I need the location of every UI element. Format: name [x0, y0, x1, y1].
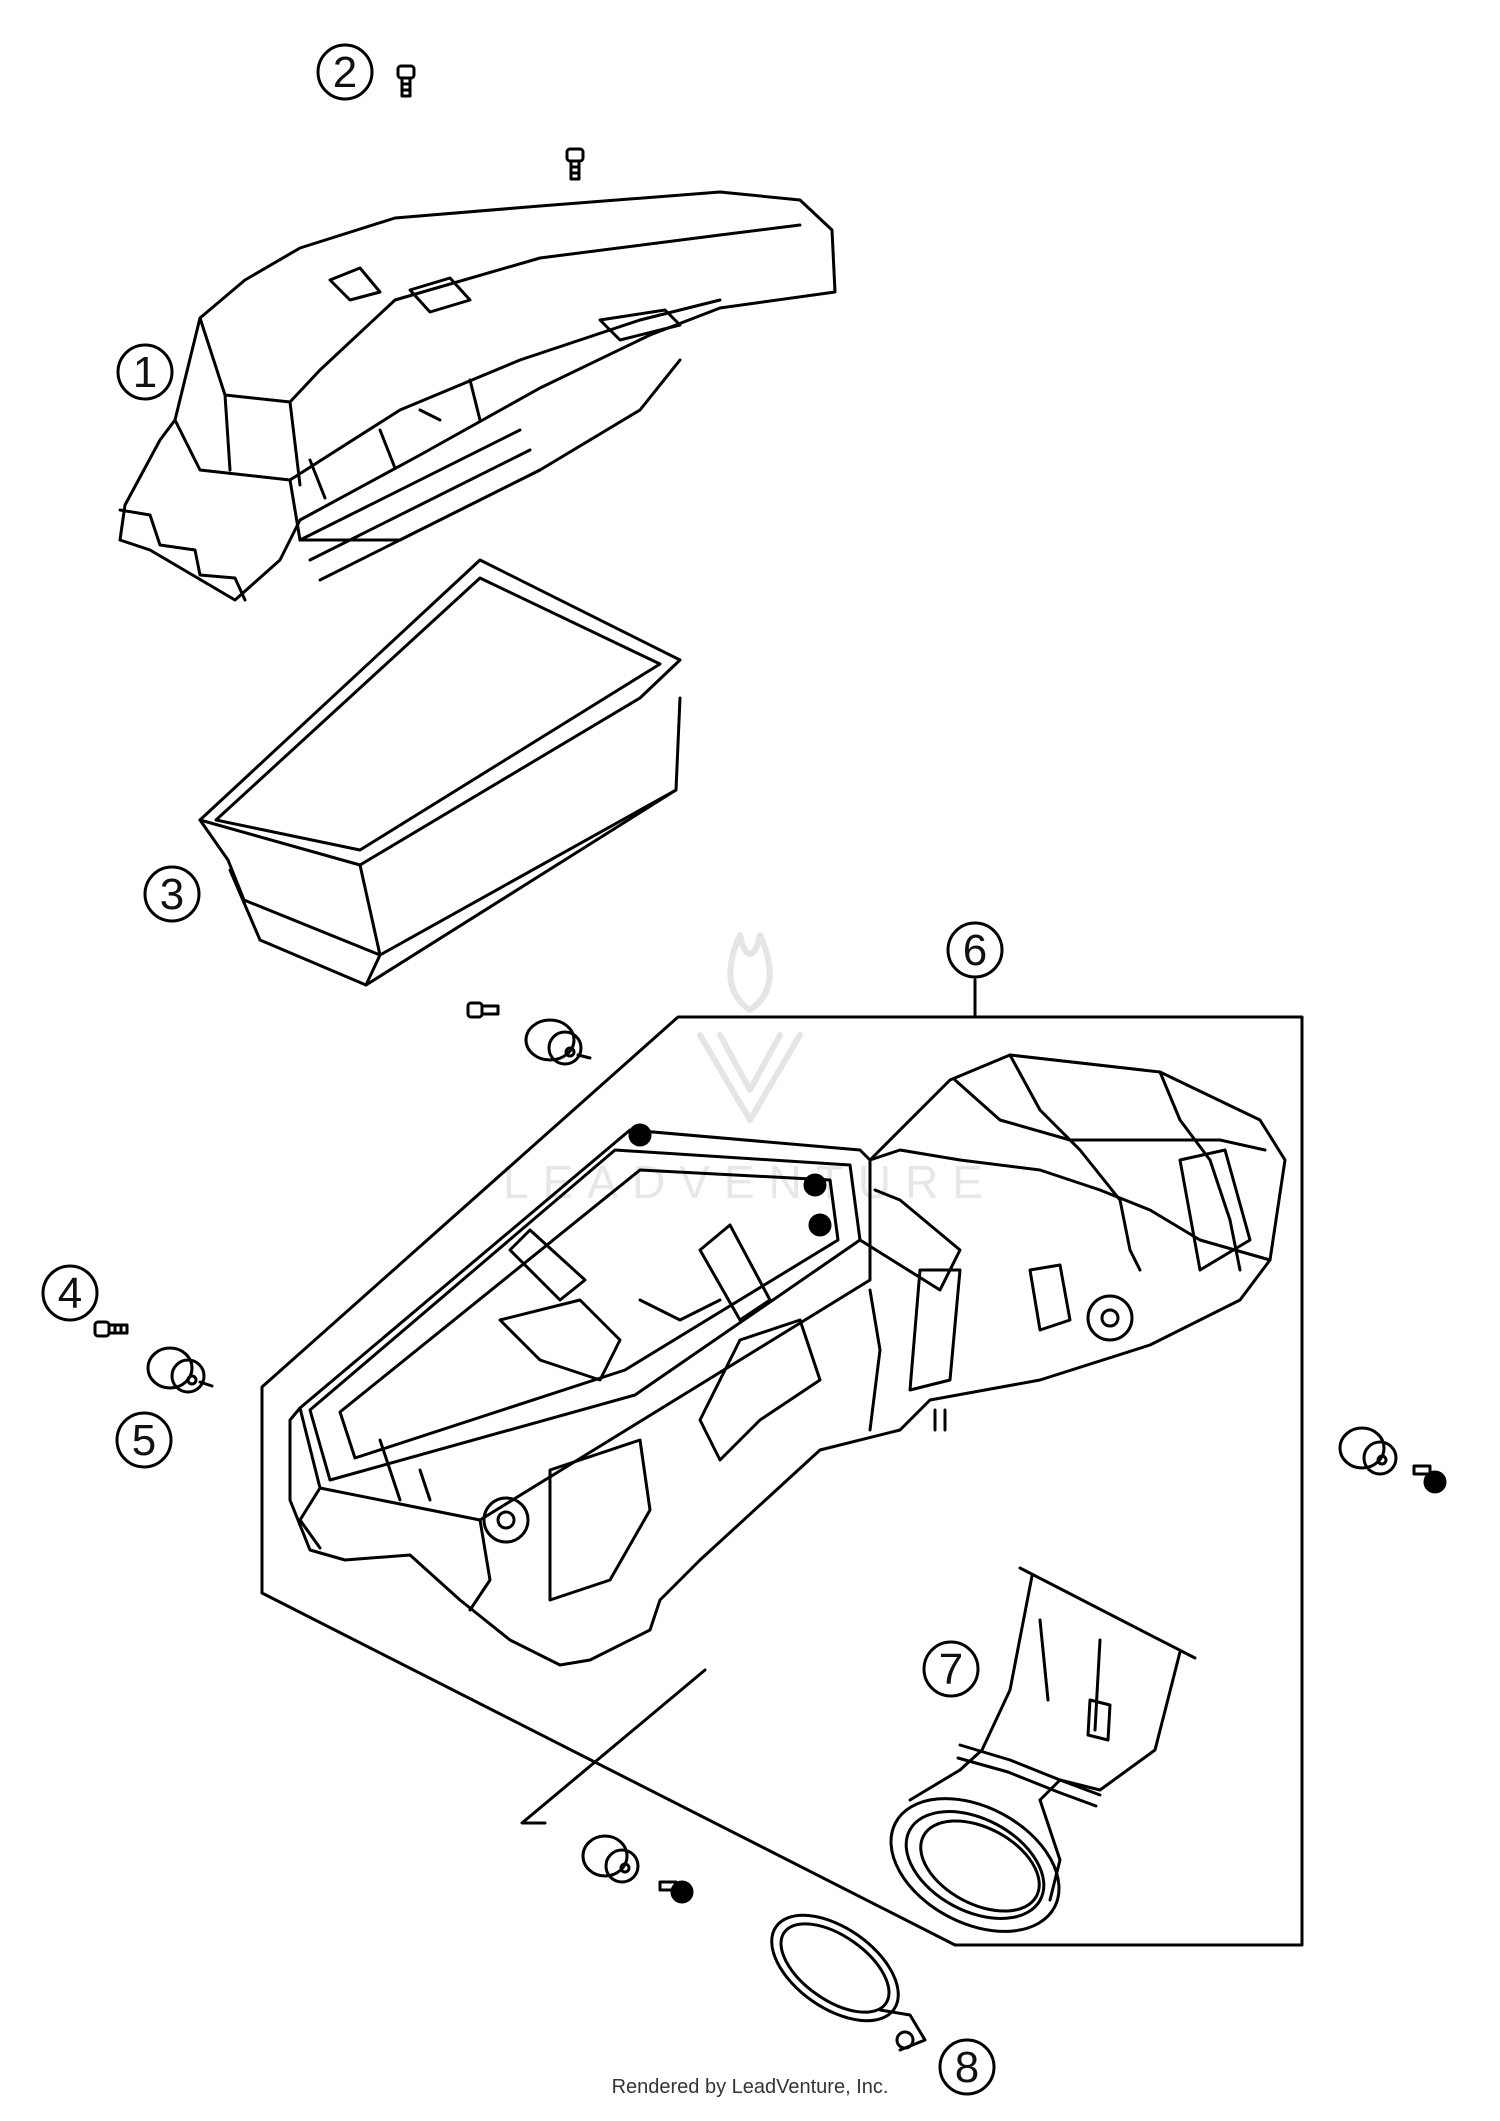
part-2-bolt-secondary [565, 147, 585, 181]
part-6-airbox-housing [288, 1053, 1287, 1667]
callouts: 1 2 3 4 5 6 7 8 [41, 43, 1004, 2096]
callout-1-label: 1 [133, 348, 157, 397]
callout-3: 3 [143, 865, 201, 923]
part-2-bolt [396, 64, 416, 98]
part-4-bolt [93, 1320, 129, 1338]
grommet-bolt-upper [466, 1001, 592, 1066]
watermark-logo [697, 932, 803, 1123]
part-5-grommet [146, 1346, 214, 1394]
callout-7: 7 [922, 1640, 980, 1698]
callout-2-label: 2 [333, 48, 357, 97]
callout-8: 8 [938, 2038, 996, 2096]
callout-6-label: 6 [963, 926, 987, 975]
part-6-bracket-frame [260, 978, 1304, 1947]
part-8-hose-clamp [770, 1913, 927, 2052]
callout-8-label: 8 [955, 2043, 979, 2092]
footer-credit: Rendered by LeadVenture, Inc. [611, 2076, 889, 2098]
grommet-bolt-lower [581, 1834, 694, 1904]
callout-5-label: 5 [132, 1416, 156, 1465]
callout-2: 2 [316, 43, 374, 101]
callout-4-label: 4 [58, 1269, 82, 1318]
callout-4: 4 [41, 1264, 99, 1322]
callout-3-label: 3 [160, 870, 184, 919]
callout-1: 1 [116, 343, 174, 401]
grommet-bolt-right [1338, 1426, 1447, 1494]
watermark-text: LEADVENTURE [503, 1156, 997, 1208]
callout-7-label: 7 [939, 1645, 963, 1694]
part-1-airbox-cover [118, 190, 837, 602]
callout-5: 5 [115, 1411, 173, 1469]
part-3-air-filter [198, 558, 682, 987]
part-7-intake-boot [889, 1566, 1197, 1933]
callout-6: 6 [946, 921, 1004, 979]
